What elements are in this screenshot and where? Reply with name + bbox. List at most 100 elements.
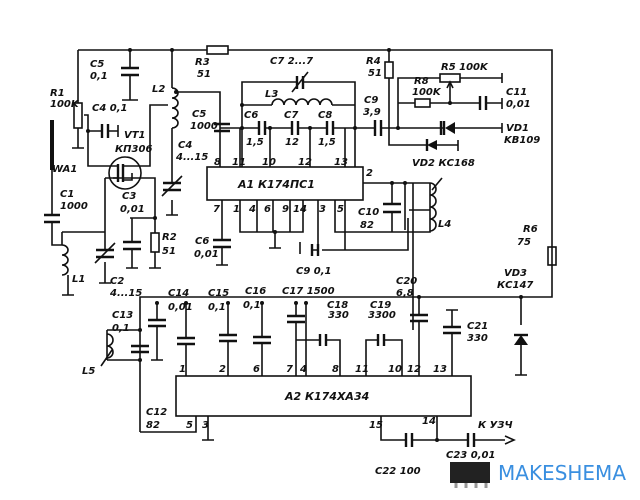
svg-text:C6: C6 <box>195 236 209 247</box>
svg-text:C8: C8 <box>318 110 332 121</box>
svg-text:51: 51 <box>197 69 211 80</box>
svg-text:R2: R2 <box>162 232 177 243</box>
svg-text:C23 0,01: C23 0,01 <box>446 450 495 461</box>
ic-a2-label: A2 К174ХА34 <box>284 390 369 403</box>
svg-text:C7: C7 <box>284 110 298 121</box>
trimmer-arrows <box>94 71 443 367</box>
svg-text:12: 12 <box>285 137 299 148</box>
svg-text:4...15: 4...15 <box>109 288 142 299</box>
svg-text:R1: R1 <box>50 88 65 99</box>
svg-text:C12: C12 <box>146 407 167 418</box>
svg-text:L5: L5 <box>82 366 95 377</box>
svg-text:14: 14 <box>293 204 307 215</box>
svg-text:0,1: 0,1 <box>90 71 108 82</box>
svg-text:100K: 100K <box>50 99 80 110</box>
component-labels: R1 100K C5 0,1 C4 0,1 VT1 КП306 WA1 C1 1… <box>50 56 540 477</box>
svg-text:C9: C9 <box>364 95 378 106</box>
svg-text:C11: C11 <box>506 87 527 98</box>
svg-text:6,8: 6,8 <box>396 288 414 299</box>
svg-text:C2: C2 <box>110 276 124 287</box>
svg-text:4: 4 <box>248 204 256 215</box>
a1-pin-numbers: 8 11 10 12 13 7 1 4 6 9 14 3 5 2 <box>213 157 373 215</box>
svg-text:R3: R3 <box>195 57 210 68</box>
svg-text:L1: L1 <box>72 274 85 285</box>
svg-text:15: 15 <box>369 420 383 431</box>
svg-text:R4: R4 <box>366 56 381 67</box>
svg-text:11: 11 <box>232 157 246 168</box>
svg-text:КС147: КС147 <box>497 280 533 291</box>
svg-text:82: 82 <box>360 220 374 231</box>
svg-text:3,9: 3,9 <box>363 107 381 118</box>
svg-text:0,01: 0,01 <box>168 302 193 313</box>
output-label: К УЗЧ <box>478 420 513 431</box>
svg-text:C16: C16 <box>245 286 266 297</box>
svg-text:VT1: VT1 <box>124 130 146 141</box>
svg-text:8: 8 <box>332 364 339 375</box>
svg-text:12: 12 <box>298 157 312 168</box>
svg-text:C7 2...7: C7 2...7 <box>270 56 313 67</box>
svg-text:9: 9 <box>282 204 289 215</box>
svg-text:R6: R6 <box>523 224 538 235</box>
svg-text:51: 51 <box>162 246 176 257</box>
svg-text:0,1: 0,1 <box>243 300 261 311</box>
ic-a1-label: A1 К174ПС1 <box>237 178 315 191</box>
svg-text:1,5: 1,5 <box>318 137 336 148</box>
svg-text:L4: L4 <box>438 219 451 230</box>
svg-text:7: 7 <box>286 364 293 375</box>
svg-text:C10: C10 <box>358 207 379 218</box>
svg-text:VD3: VD3 <box>504 268 527 279</box>
antenna-icon <box>50 120 54 170</box>
svg-text:C3: C3 <box>122 191 136 202</box>
svg-text:C5: C5 <box>192 109 206 120</box>
svg-text:1,5: 1,5 <box>246 137 264 148</box>
svg-text:C15: C15 <box>208 288 229 299</box>
junctions <box>86 48 523 442</box>
svg-text:10: 10 <box>388 364 402 375</box>
svg-text:13: 13 <box>433 364 447 375</box>
capacitors <box>44 66 488 447</box>
svg-text:KB109: KB109 <box>504 135 540 146</box>
svg-text:C14: C14 <box>168 288 189 299</box>
svg-text:3: 3 <box>319 204 326 215</box>
svg-text:R5 100K: R5 100K <box>441 62 489 73</box>
svg-text:C21: C21 <box>467 321 488 332</box>
svg-text:6: 6 <box>264 204 271 215</box>
svg-text:R8: R8 <box>414 76 429 87</box>
svg-text:330: 330 <box>467 333 488 344</box>
svg-text:0,1: 0,1 <box>112 323 130 334</box>
svg-text:75: 75 <box>517 237 531 248</box>
svg-text:5: 5 <box>186 420 193 431</box>
svg-text:7: 7 <box>213 204 220 215</box>
svg-text:2: 2 <box>219 364 226 375</box>
diodes <box>425 121 528 345</box>
ic-a1 <box>206 166 364 201</box>
svg-text:14: 14 <box>422 416 436 427</box>
svg-text:C17 1500: C17 1500 <box>282 286 335 297</box>
svg-text:6: 6 <box>253 364 260 375</box>
svg-text:5: 5 <box>337 204 344 215</box>
svg-text:4...15: 4...15 <box>175 152 208 163</box>
svg-text:C4 0,1: C4 0,1 <box>92 103 128 114</box>
svg-text:8: 8 <box>214 157 221 168</box>
svg-text:2: 2 <box>366 168 373 179</box>
svg-text:WA1: WA1 <box>52 164 77 175</box>
inductors <box>61 87 437 359</box>
svg-text:L2: L2 <box>152 84 165 95</box>
svg-text:3: 3 <box>202 420 209 431</box>
svg-text:VD2 КС168: VD2 КС168 <box>412 158 475 169</box>
svg-text:330: 330 <box>328 310 349 321</box>
svg-text:C18: C18 <box>327 300 348 311</box>
svg-text:10: 10 <box>262 157 276 168</box>
svg-text:1: 1 <box>233 204 240 215</box>
svg-text:0,1: 0,1 <box>208 302 226 313</box>
svg-text:0,01: 0,01 <box>120 204 145 215</box>
svg-text:C19: C19 <box>370 300 391 311</box>
svg-text:1000: 1000 <box>60 201 88 212</box>
svg-text:13: 13 <box>334 157 348 168</box>
svg-text:C1: C1 <box>60 189 74 200</box>
a2-pin-numbers: 1 2 6 7 4 8 11 10 12 13 5 3 15 14 <box>179 364 447 431</box>
svg-text:C9 0,1: C9 0,1 <box>296 266 332 277</box>
svg-text:C6: C6 <box>244 110 258 121</box>
svg-text:C5: C5 <box>90 59 104 70</box>
